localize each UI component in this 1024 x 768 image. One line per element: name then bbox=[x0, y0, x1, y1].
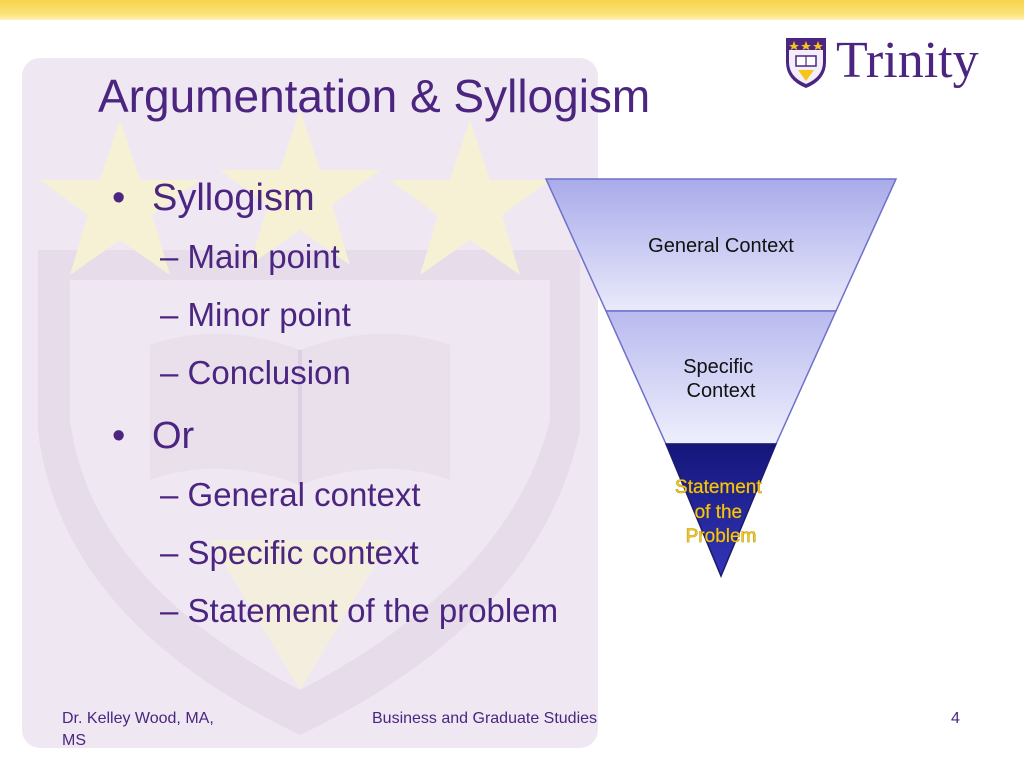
pyramid-level-statement bbox=[664, 443, 778, 578]
sub-bullet-minor-point: – Minor point bbox=[160, 296, 351, 333]
sub-bullet-specific-context: – Specific context bbox=[160, 534, 419, 571]
top-accent-bar bbox=[0, 0, 1024, 20]
logo-wordmark: Trinity bbox=[836, 32, 979, 89]
bullet-syllogism: •Syllogism bbox=[112, 177, 315, 219]
pyramid-label-general: General Context bbox=[648, 235, 794, 257]
sub-bullet-main-point: – Main point bbox=[160, 238, 340, 275]
pyramid-label-statement: Statement of the Problem bbox=[675, 477, 767, 547]
sub-bullet-statement-of-problem: – Statement of the problem bbox=[160, 592, 559, 629]
pyramid-label-specific: Specific Context bbox=[683, 356, 759, 402]
shield-crest-icon bbox=[786, 38, 826, 88]
slide-title: Argumentation & Syllogism bbox=[98, 70, 651, 122]
sub-bullet-general-context: – General context bbox=[160, 476, 421, 513]
bullet-or: •Or bbox=[112, 415, 195, 457]
sub-bullet-conclusion: – Conclusion bbox=[160, 354, 351, 391]
footer-author: Dr. Kelley Wood, MA, MS bbox=[62, 710, 214, 749]
footer-center: Business and Graduate Studies bbox=[372, 710, 598, 727]
slide-number: 4 bbox=[951, 710, 960, 727]
bullet-list: •Syllogism – Main point – Minor point – … bbox=[112, 177, 559, 629]
trinity-logo: Trinity bbox=[784, 32, 1012, 92]
